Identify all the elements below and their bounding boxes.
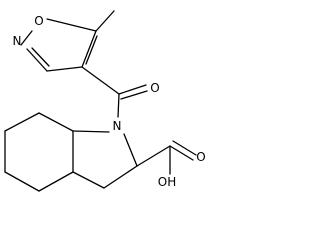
isoxazole-nitrogen-label: N [13, 34, 22, 48]
bond-c2-c3 [103, 165, 138, 189]
acid-hydroxyl-label: OH [158, 175, 176, 189]
bond-c4-c5-double-outer [81, 30, 97, 68]
acid-oxygen-label: O [196, 150, 205, 164]
bond-c7a-c7 [38, 112, 74, 132]
isoxazole-ring [20, 10, 115, 72]
bond-c4-c3a [38, 171, 74, 192]
bond-carbonyl-n [117, 93, 120, 118]
bond-n-c2 [123, 133, 138, 167]
bond-c5-o [46, 18, 97, 32]
carbonyl-group [81, 66, 148, 118]
bond-c2-cooh [136, 145, 171, 167]
bond-c5-methyl [95, 10, 115, 32]
bond-c7-c6 [4, 112, 40, 132]
bond-c4-carbonyl [81, 66, 120, 95]
bond-c5-c4 [4, 171, 40, 192]
isoxazole-oxygen-label: O [34, 14, 43, 28]
bond-cooh-o-double-outer [169, 145, 194, 161]
bond-o-n [20, 30, 33, 46]
bond-cooh-o-double-inner [172, 140, 197, 156]
bond-c3-c3a [72, 171, 105, 189]
bond-carbonyl-o-double-outer [118, 84, 147, 95]
bond-c3-c4 [46, 66, 83, 72]
bond-n-c7a [72, 130, 110, 133]
bond-n-c3-double-inner [31, 47, 50, 67]
carbonyl-oxygen-label: O [150, 81, 159, 95]
octahydroindole-ring [4, 112, 138, 192]
bond-n-c3-double-outer [26, 48, 48, 72]
bond-c4-c5-double-inner [85, 35, 98, 65]
ring-nitrogen-label: N [113, 119, 122, 133]
molecule-structure: O N O N O OH [4, 10, 206, 192]
carboxylic-acid-group [136, 140, 197, 175]
bond-carbonyl-o-double-inner [120, 90, 148, 100]
